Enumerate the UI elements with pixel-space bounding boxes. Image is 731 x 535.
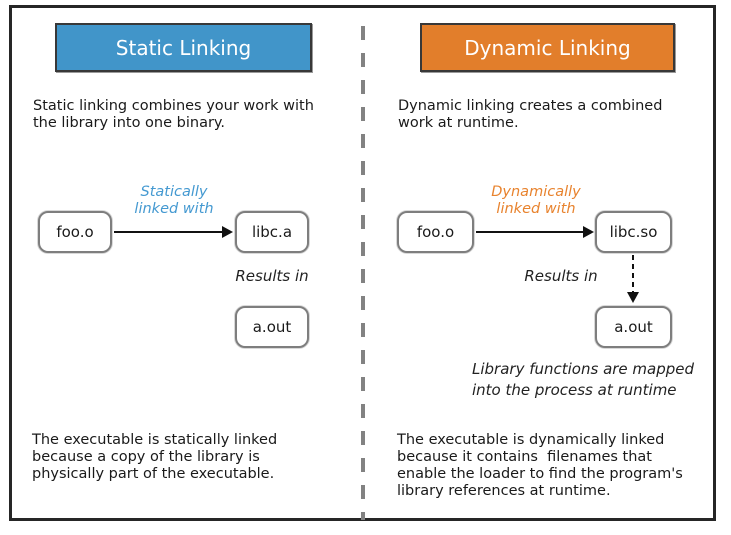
dynamically-linked-with-line: Dynamically — [491, 184, 581, 200]
static-foo-o-label: foo.o — [56, 223, 94, 241]
static-libc-a-label: libc.a — [251, 223, 293, 241]
dynamic-a-out-node: a.out — [595, 306, 672, 348]
dynamic-intro-line: Dynamic linking creates a combined — [398, 98, 663, 114]
dynamically-linked-with-label: Dynamically linked with — [476, 184, 596, 218]
static-linking-header: Static Linking — [55, 23, 312, 72]
dynamic-linking-title: Dynamic Linking — [464, 35, 631, 60]
dynamic-foo-o-label: foo.o — [416, 223, 455, 241]
static-intro-line: the library into one binary. — [33, 115, 226, 131]
static-link-arrowhead-icon — [222, 226, 233, 238]
statically-linked-with-label: Statically linked with — [116, 184, 232, 218]
dynamic-link-arrowhead-icon — [583, 226, 594, 238]
statically-linked-with-line: Statically — [140, 184, 208, 200]
static-link-arrow-line — [114, 231, 223, 233]
dynamic-footer-line: library references at runtime. — [397, 483, 611, 499]
runtime-dashed-arrowhead-icon — [627, 292, 639, 303]
dynamic-footer-line: because it contains filenames that — [397, 449, 652, 465]
static-foo-o-node: foo.o — [38, 211, 112, 253]
dynamic-linking-header: Dynamic Linking — [420, 23, 675, 72]
runtime-mapping-caption: Library functions are mapped into the pr… — [472, 359, 694, 401]
dynamic-foo-o-node: foo.o — [397, 211, 474, 253]
static-intro-line: Static linking combines your work with — [33, 98, 314, 114]
dynamic-link-arrow-line — [476, 231, 584, 233]
static-footer-line: because a copy of the library is — [32, 449, 260, 465]
dynamically-linked-with-line: linked with — [496, 201, 576, 217]
runtime-dashed-arrow-line — [632, 255, 634, 293]
dynamic-footer-line: The executable is dynamically linked — [397, 432, 665, 448]
runtime-mapping-caption-line: into the process at runtime — [472, 381, 677, 399]
dynamic-a-out-label: a.out — [614, 318, 653, 336]
dynamic-footer-line: enable the loader to find the program's — [397, 466, 683, 482]
static-results-in-label: Results in — [235, 267, 309, 285]
static-linking-title: Static Linking — [115, 35, 252, 60]
static-intro-text: Static linking combines your work with t… — [33, 98, 314, 132]
static-a-out-label: a.out — [252, 318, 292, 336]
dynamic-intro-line: work at runtime. — [398, 115, 519, 131]
dynamic-libc-so-node: libc.so — [595, 211, 672, 253]
dynamic-libc-so-label: libc.so — [609, 223, 658, 241]
static-footer-text: The executable is statically linked beca… — [32, 432, 277, 483]
static-a-out-node: a.out — [235, 306, 309, 348]
column-divider-dashed-line — [361, 26, 365, 520]
dynamic-footer-text: The executable is dynamically linked bec… — [397, 432, 683, 500]
static-libc-a-node: libc.a — [235, 211, 309, 253]
static-footer-line: The executable is statically linked — [32, 432, 278, 448]
dynamic-intro-text: Dynamic linking creates a combined work … — [398, 98, 662, 132]
statically-linked-with-line: linked with — [134, 201, 214, 217]
dynamic-results-in-label: Results in — [524, 267, 598, 285]
static-footer-line: physically part of the executable. — [32, 466, 275, 482]
runtime-mapping-caption-line: Library functions are mapped — [472, 360, 695, 378]
